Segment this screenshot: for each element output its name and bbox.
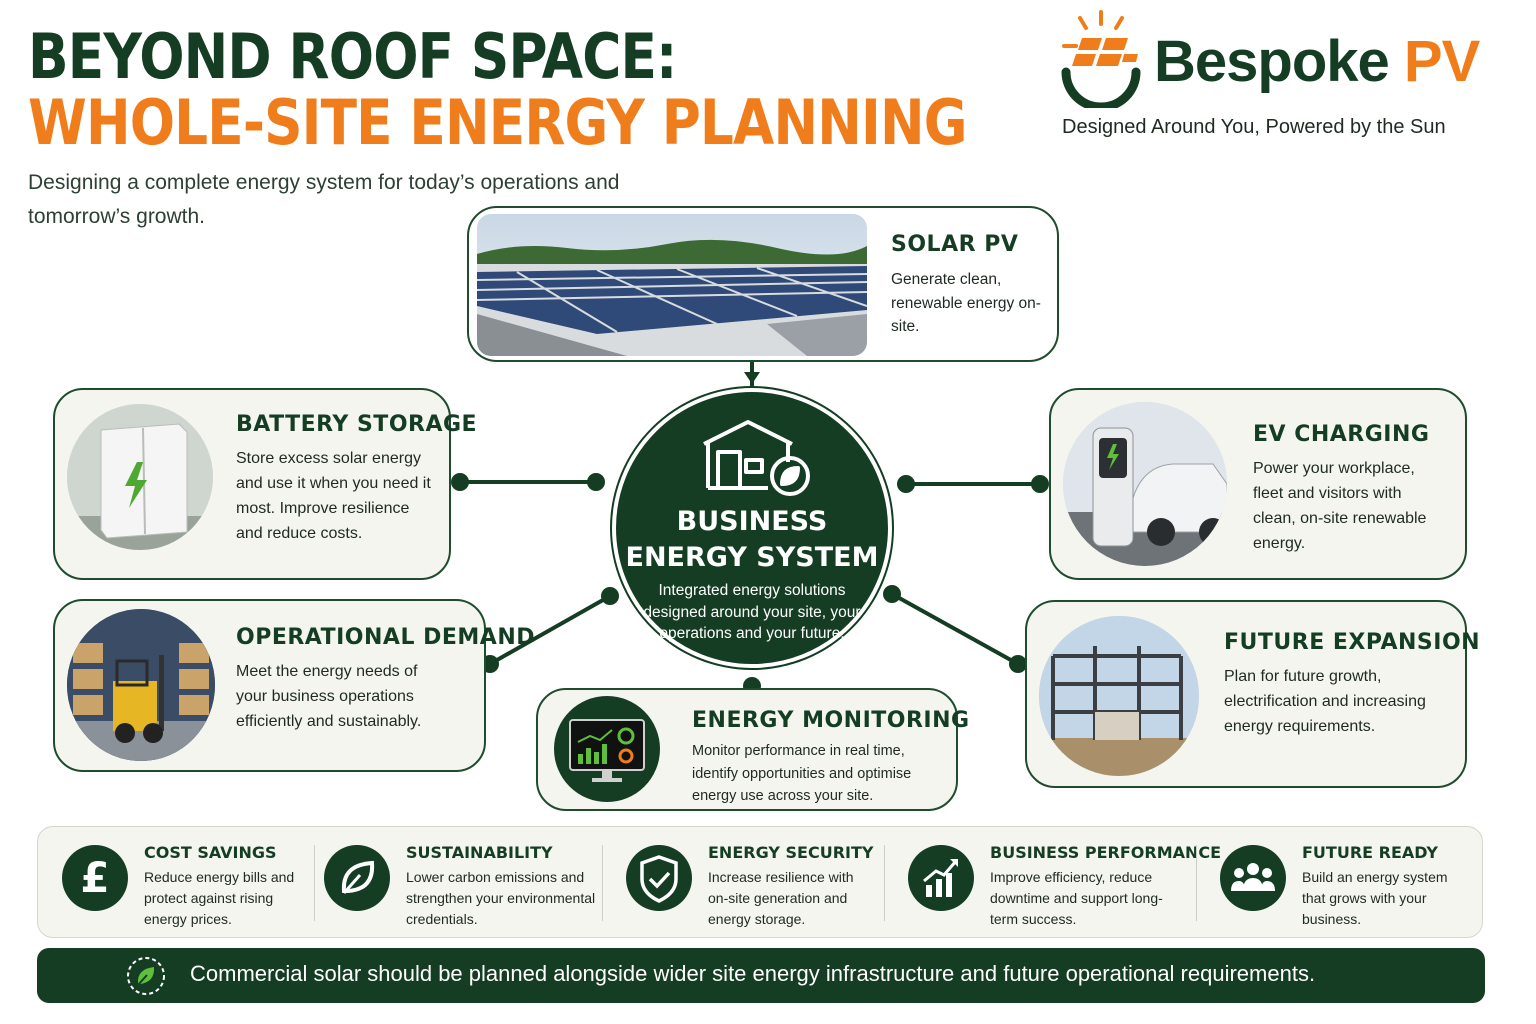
operational-demand-card: OPERATIONAL DEMAND Meet the energy needs… <box>53 599 535 772</box>
benefit-title: COST SAVINGS <box>144 843 277 862</box>
title-line-1: BEYOND ROOF SPACE: <box>28 20 677 93</box>
shield-check-icon <box>626 845 692 911</box>
battery-storage-card: BATTERY STORAGE Store excess solar energ… <box>53 388 477 580</box>
benefit-description: Reduce energy bills and protect against … <box>144 869 295 927</box>
benefit-divider <box>884 845 885 921</box>
subtitle: Designing a complete energy system for t… <box>28 171 620 228</box>
future-expansion-card: FUTURE EXPANSION Plan for future growth,… <box>1025 600 1480 788</box>
benefit-description: Increase resilience with on-site generat… <box>708 869 854 927</box>
benefit-cost-savings: £ COST SAVINGS Reduce energy bills and p… <box>38 827 324 939</box>
operational-demand-title: OPERATIONAL DEMAND <box>236 625 536 650</box>
benefit-sustainability: SUSTAINABILITY Lower carbon emissions an… <box>324 827 614 939</box>
benefits-strip: £ COST SAVINGS Reduce energy bills and p… <box>37 826 1483 938</box>
brand-name-main: Bespoke <box>1154 29 1390 94</box>
benefit-divider <box>602 845 603 921</box>
people-group-icon <box>1220 845 1286 911</box>
ev-charging-title: EV CHARGING <box>1253 422 1430 447</box>
brand-name-accent: PV <box>1403 29 1480 94</box>
hub-description: Integrated energy solutions designed aro… <box>643 582 861 642</box>
forklift-warehouse-icon <box>67 609 215 761</box>
warehouse-photo <box>67 609 215 761</box>
operational-demand-description: Meet the energy needs of your business o… <box>236 663 422 730</box>
benefit-energy-security: ENERGY SECURITY Increase resilience with… <box>626 827 908 939</box>
benefit-title: FUTURE READY <box>1302 843 1438 862</box>
ev-charging-card: EV CHARGING Power your workplace, fleet … <box>1049 388 1467 580</box>
brand-name: Bespoke PV <box>1154 28 1480 95</box>
brand-tagline: Designed Around You, Powered by the Sun <box>1062 116 1446 138</box>
benefit-divider <box>1196 845 1197 921</box>
leaf-circle-icon <box>127 957 165 995</box>
svg-text:£: £ <box>80 853 109 902</box>
energy-monitoring-description: Monitor performance in real time, identi… <box>692 743 912 804</box>
benefit-description: Improve efficiency, reduce downtime and … <box>990 869 1163 927</box>
energy-monitoring-title: ENERGY MONITORING <box>692 708 970 733</box>
benefit-title: SUSTAINABILITY <box>406 843 553 862</box>
battery-photo <box>67 404 213 550</box>
benefit-title: BUSINESS PERFORMANCE <box>990 843 1222 862</box>
pound-icon: £ <box>62 845 128 911</box>
footer-banner: Commercial solar should be planned along… <box>37 948 1485 1003</box>
monitoring-dashboard-photo <box>554 696 660 802</box>
hub-title: BUSINESS ENERGY SYSTEM <box>616 504 888 576</box>
solar-pv-card: SOLAR PV Generate clean, renewable energ… <box>467 206 1059 362</box>
benefit-description: Build an energy system that grows with y… <box>1302 869 1448 927</box>
energy-monitoring-card: ENERGY MONITORING Monitor performance in… <box>536 688 969 811</box>
future-expansion-title: FUTURE EXPANSION <box>1224 630 1481 655</box>
ev-charging-description: Power your workplace, fleet and visitors… <box>1253 460 1427 552</box>
battery-storage-title: BATTERY STORAGE <box>236 412 478 437</box>
ev-charger-car-icon <box>1063 402 1227 566</box>
benefit-business-performance: BUSINESS PERFORMANCE Improve efficiency,… <box>908 827 1221 939</box>
building-frame-icon <box>1039 616 1199 776</box>
benefit-description: Lower carbon emissions and strengthen yo… <box>406 869 596 927</box>
benefit-divider <box>314 845 315 921</box>
footer-text: Commercial solar should be planned along… <box>190 961 1316 986</box>
future-expansion-description: Plan for future growth, electrification … <box>1224 668 1426 735</box>
benefit-title: ENERGY SECURITY <box>708 843 874 862</box>
solar-pv-description: Generate clean, renewable energy on-site… <box>891 271 1041 335</box>
solar-pv-title: SOLAR PV <box>891 232 1019 257</box>
construction-photo <box>1039 616 1199 776</box>
title-line-2: WHOLE-SITE ENERGY PLANNING <box>28 86 967 159</box>
business-energy-system-hub: BUSINESS ENERGY SYSTEM Integrated energy … <box>612 388 892 668</box>
leaf-icon <box>324 845 390 911</box>
battery-storage-description: Store excess solar energy and use it whe… <box>236 450 431 542</box>
bespoke-pv-logo-icon <box>1061 10 1141 108</box>
building-leaf-icon <box>703 420 810 496</box>
hub-title-line-2: ENERGY SYSTEM <box>625 542 879 573</box>
growth-chart-icon <box>908 845 974 911</box>
solar-roof-photo <box>477 214 867 356</box>
benefit-future-ready: FUTURE READY Build an energy system that… <box>1220 827 1480 939</box>
battery-cabinet-icon <box>67 404 213 550</box>
ev-charging-photo <box>1063 402 1227 566</box>
hub-title-line-1: BUSINESS <box>676 506 828 537</box>
monitor-dashboard-icon <box>569 719 645 782</box>
